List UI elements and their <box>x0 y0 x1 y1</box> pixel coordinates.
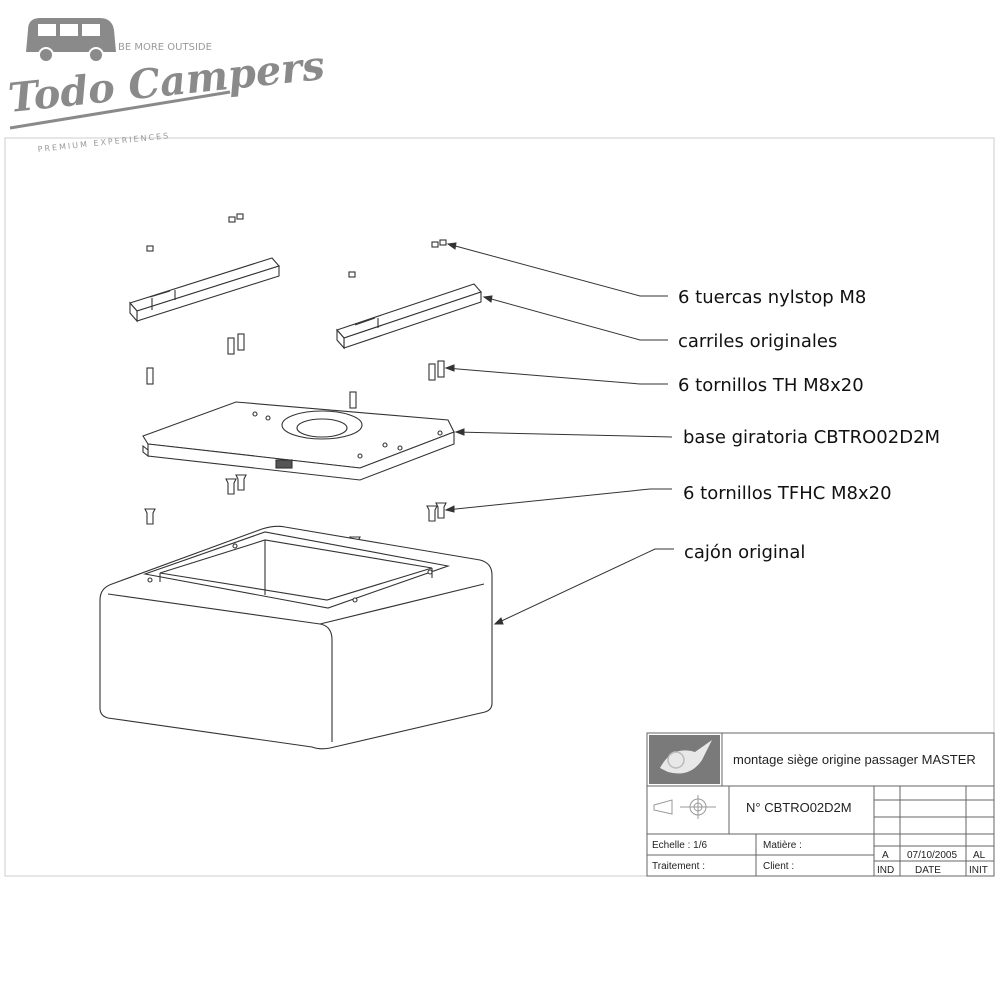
callout-screws-tfhc: 6 tornillos TFHC M8x20 <box>683 483 892 504</box>
exploded-view <box>99 213 493 750</box>
company-logo-icon <box>649 735 720 784</box>
rev-init-label: INIT <box>969 865 988 876</box>
projection-symbol-icon <box>653 795 716 819</box>
callout-screws-th: 6 tornillos TH M8x20 <box>678 375 864 396</box>
callout-box: cajón original <box>684 542 805 563</box>
original-box <box>99 525 493 750</box>
rail-left <box>129 257 280 323</box>
th-screws <box>146 333 445 409</box>
rev-date-value: 07/10/2005 <box>907 850 957 861</box>
rev-init-value: AL <box>973 850 986 861</box>
title-block <box>646 732 995 877</box>
leader-lines <box>444 242 674 625</box>
title-block-text: montage siège origine passager MASTER N°… <box>652 752 988 876</box>
client-label: Client : <box>763 861 794 872</box>
scale-label: Echelle : 1/6 <box>652 840 707 851</box>
logo-brand: Todo Campers <box>6 42 327 122</box>
material-label: Matière : <box>763 840 802 851</box>
swivel-base <box>142 401 455 481</box>
callout-labels: 6 tuercas nylstop M8 carriles originales… <box>678 287 940 563</box>
rail-right <box>336 283 482 350</box>
logo-tagline-bottom: PREMIUM EXPERIENCES <box>37 131 170 154</box>
callout-base: base giratoria CBTRO02D2M <box>683 427 940 448</box>
rev-ind-label: IND <box>877 865 894 876</box>
todo-campers-logo: BE MORE OUTSIDE Todo Campers PREMIUM EXP… <box>6 18 327 154</box>
drawing-frame <box>4 137 995 877</box>
logo-tagline-top: BE MORE OUTSIDE <box>118 42 212 53</box>
drawing-title: montage siège origine passager MASTER <box>733 752 976 767</box>
rev-ind-value: A <box>882 850 889 861</box>
treatment-label: Traitement : <box>652 861 705 872</box>
callout-nuts: 6 tuercas nylstop M8 <box>678 287 866 308</box>
tfhc-screws <box>144 474 447 553</box>
part-number: N° CBTRO02D2M <box>746 800 852 815</box>
nylstop-nuts <box>146 213 447 278</box>
rev-date-label: DATE <box>915 865 941 876</box>
van-icon <box>26 18 116 63</box>
callout-rails: carriles originales <box>678 331 837 352</box>
